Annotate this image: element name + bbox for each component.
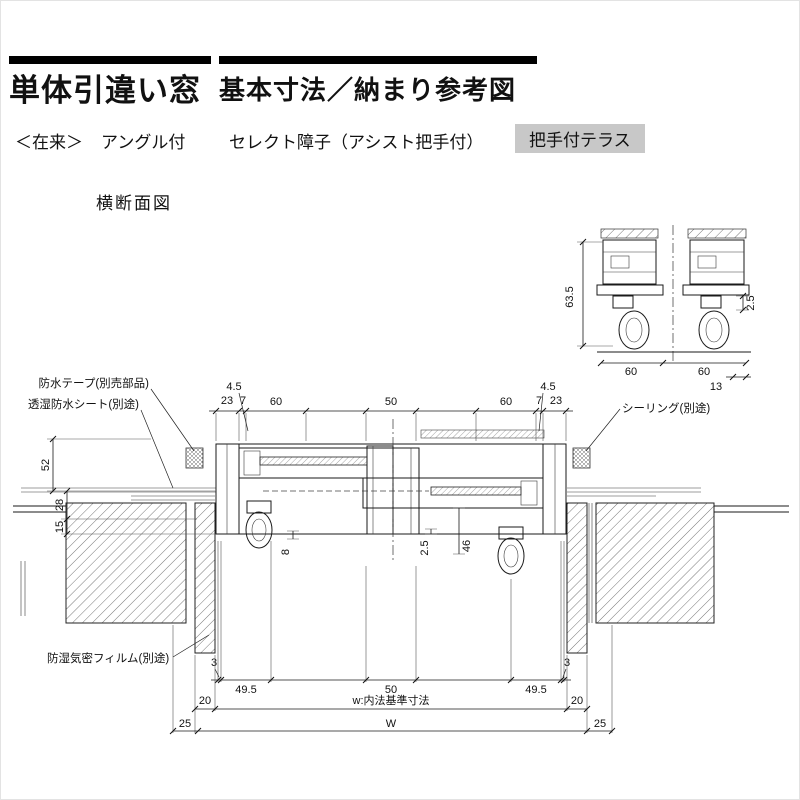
dim-label: 7 — [536, 395, 542, 407]
dim-label: 3 — [211, 657, 217, 669]
dim-label: 60 — [698, 366, 710, 378]
dim-label: 2.5 — [745, 295, 757, 310]
title-accent-bar — [219, 56, 537, 64]
annotation-moisture-film: 防湿気密フィルム(別途) — [47, 651, 169, 665]
spec-tag: ＜在来＞ — [15, 133, 83, 152]
page-subtitle: 基本寸法／納まり参考図 — [219, 75, 517, 105]
annotation-sealing: シーリング(別途) — [622, 401, 710, 415]
dim-label: 4.5 — [540, 381, 555, 393]
annotation-breathable-sheet: 透湿防水シート(別途) — [28, 397, 139, 411]
section-label: 横断面図 — [96, 194, 172, 213]
spec-shoji: セレクト障子（アシスト把手付） — [229, 133, 484, 152]
dim-label: 23 — [550, 395, 562, 407]
title-accent-bar — [9, 56, 211, 64]
dim-label: 63.5 — [564, 286, 576, 307]
dim-label: 20 — [571, 695, 583, 707]
dim-label: 60 — [625, 366, 637, 378]
dimensions: 4.5 23 7 60 50 60 7 23 4.5 52 28 15 8 2.… — [40, 381, 616, 735]
main-section-view — [13, 419, 789, 654]
dim-label: 60 — [500, 396, 512, 408]
spec-badge: 把手付テラス — [515, 124, 645, 153]
dim-label: W — [386, 718, 397, 730]
dim-label: 25 — [179, 718, 191, 730]
dim-label: 50 — [385, 684, 397, 696]
dim-label: 49.5 — [525, 684, 546, 696]
dim-label: 52 — [40, 459, 52, 471]
dim-label: 2.5 — [419, 540, 431, 555]
spec-angle: アングル付 — [101, 133, 186, 152]
dim-label: 13 — [710, 381, 722, 393]
dim-label: 46 — [461, 540, 473, 552]
dim-label: 25 — [594, 718, 606, 730]
dim-label: 8 — [280, 549, 292, 555]
dim-label: 60 — [270, 396, 282, 408]
detail-view: 63.5 2.5 60 13 60 — [564, 225, 757, 393]
page-title: 単体引違い窓 — [9, 73, 201, 108]
dim-label: 28 — [54, 499, 66, 511]
dim-label: w:内法基準寸法 — [352, 693, 430, 707]
dim-label: 23 — [221, 395, 233, 407]
dim-label: 7 — [240, 395, 246, 407]
dim-label: 4.5 — [226, 381, 241, 393]
dim-label: 50 — [385, 396, 397, 408]
annotation-waterproof-tape: 防水テープ(別売部品) — [39, 376, 150, 390]
dim-label: 15 — [54, 521, 66, 533]
annotation-labels: 防水テープ(別売部品) 透湿防水シート(別途) シーリング(別途) 防湿気密フィ… — [28, 376, 711, 665]
dim-label: 49.5 — [235, 684, 256, 696]
dim-label: 20 — [199, 695, 211, 707]
